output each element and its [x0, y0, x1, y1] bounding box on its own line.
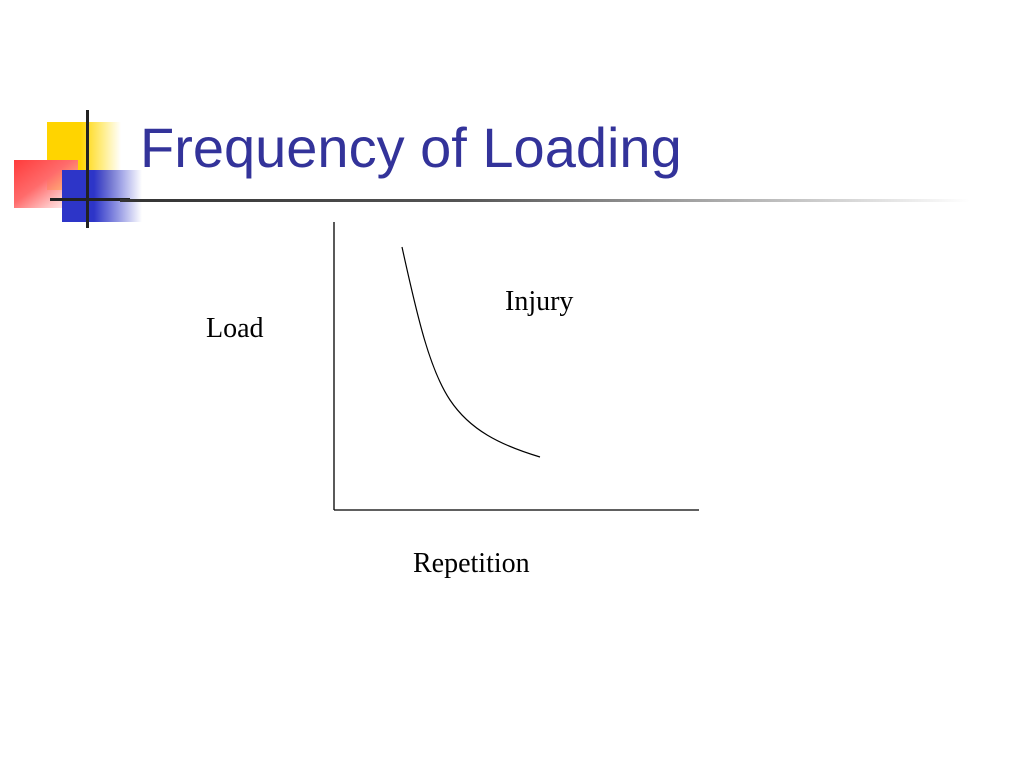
y-axis-label: Load [206, 313, 264, 344]
x-axis-label: Repetition [413, 548, 530, 579]
logo-blue-square [62, 170, 142, 222]
logo-horizontal-line [50, 198, 130, 201]
injury-threshold-curve [401, 246, 541, 458]
injury-region-label: Injury [505, 286, 574, 317]
title-underline [120, 199, 970, 202]
decorative-logo [0, 0, 160, 240]
logo-vertical-line [86, 110, 89, 228]
slide-title: Frequency of Loading [140, 116, 682, 179]
